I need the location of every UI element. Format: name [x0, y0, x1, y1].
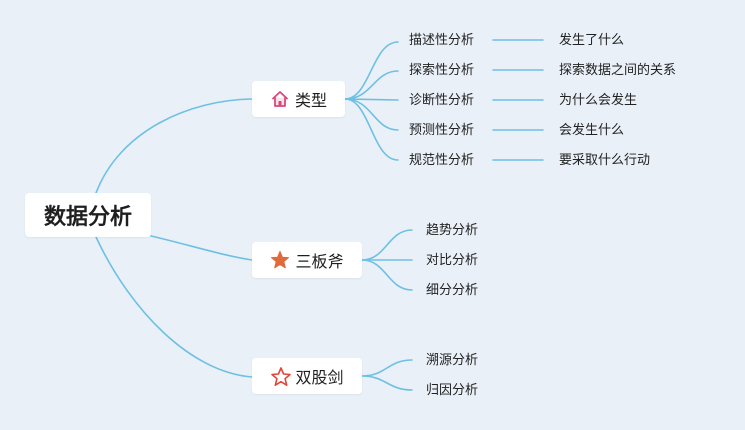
house-icon: [270, 89, 290, 109]
connector-sanbanfu-3: [361, 259, 413, 291]
star-filled-icon: [270, 250, 290, 270]
leaf-prescriptive[interactable]: 规范性分析: [409, 153, 475, 168]
connector-root-to-sanbanfu: [150, 235, 253, 261]
leaf-segmentation[interactable]: 细分分析: [426, 283, 479, 298]
leaf-tracing[interactable]: 溯源分析: [426, 353, 479, 368]
connector-shuangguijian-1: [361, 359, 413, 377]
desc-exploratory[interactable]: 探索数据之间的关系: [559, 63, 677, 78]
connector-leixing-4: [344, 98, 399, 131]
branch-label: 类型: [294, 91, 327, 110]
root-node[interactable]: 数据分析: [25, 193, 151, 237]
leaf-descriptive[interactable]: 描述性分析: [409, 33, 475, 48]
branch-sanbanfu[interactable]: 三板斧: [252, 242, 362, 278]
desc-predictive[interactable]: 会发生什么: [559, 123, 625, 138]
connector-root-to-leixing: [95, 98, 253, 194]
leaf-comparison[interactable]: 对比分析: [426, 253, 479, 268]
connector-leixing-3: [344, 98, 399, 101]
star-outline-icon: [270, 366, 292, 386]
connector-leixing-1: [344, 41, 399, 100]
leaf-exploratory[interactable]: 探索性分析: [409, 63, 475, 78]
branch-leixing[interactable]: 类型: [252, 81, 345, 117]
connector-root-to-shuangguijian: [95, 236, 253, 378]
desc-prescriptive[interactable]: 要采取什么行动: [559, 153, 651, 168]
leaf-diagnostic[interactable]: 诊断性分析: [409, 93, 475, 108]
connector-shuangguijian-2: [361, 375, 413, 391]
connector-leixing-5: [344, 98, 399, 161]
branch-shuangguijian[interactable]: 双股剑: [252, 358, 362, 394]
leaf-predictive[interactable]: 预测性分析: [409, 123, 475, 138]
branch-label: 双股剑: [295, 368, 344, 387]
connector-leixing-2: [344, 70, 399, 100]
leaf-trend[interactable]: 趋势分析: [426, 223, 479, 238]
desc-diagnostic[interactable]: 为什么会发生: [559, 93, 638, 108]
connector-sanbanfu-1: [361, 229, 413, 261]
branch-label: 三板斧: [295, 252, 344, 271]
root-label: 数据分析: [43, 205, 132, 230]
desc-descriptive[interactable]: 发生了什么: [559, 33, 625, 48]
leaf-attribution[interactable]: 归因分析: [426, 383, 479, 398]
